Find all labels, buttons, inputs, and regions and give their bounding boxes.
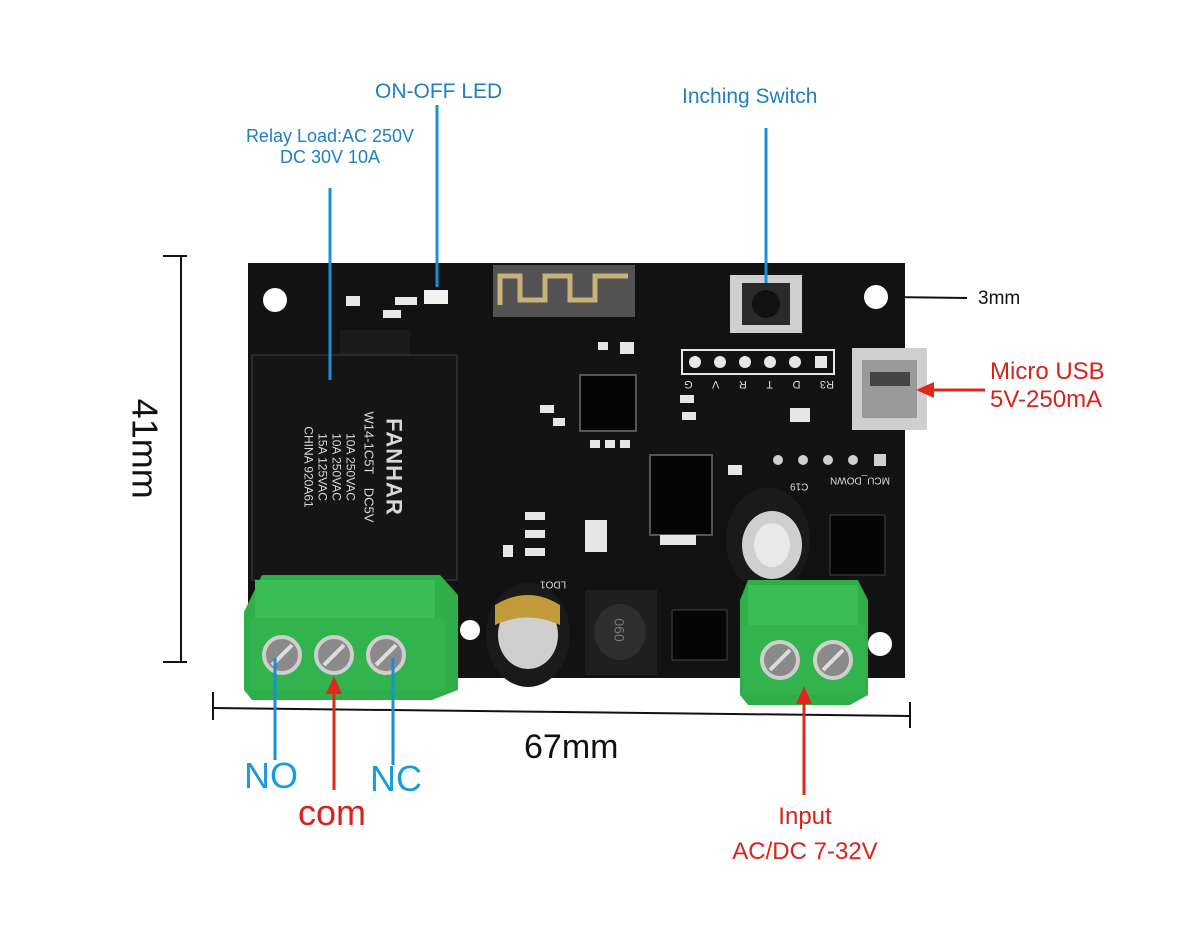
inductor-l1 <box>585 590 657 675</box>
relay-model: W14-1C5T <box>361 411 377 475</box>
mounting-hole-top-left <box>263 288 287 312</box>
width-dimension-label: 67mm <box>524 728 619 766</box>
input-line-2: AC/DC 7-32V <box>732 837 878 865</box>
silkscreen-mcu-down: MCU_DOWN <box>830 474 890 486</box>
callout-lines-blue <box>273 105 768 765</box>
hole-pointer-line <box>887 296 968 299</box>
no-terminal-label: NO <box>244 755 298 796</box>
relay-load-line-1: Relay Load:AC 250V <box>245 126 415 146</box>
nc-terminal-label: NC <box>370 758 422 799</box>
relay-coil: DC5V <box>361 487 377 523</box>
mounting-hole-bottom-left <box>460 620 480 640</box>
pin-label: D <box>792 378 801 390</box>
smd-components <box>503 342 810 557</box>
micro-usb-port <box>852 348 927 430</box>
wifi-antenna-icon <box>493 265 635 317</box>
capacitor-c19 <box>726 488 810 592</box>
pin-header-labels: G V R T D R3 <box>684 372 834 390</box>
test-pads <box>773 454 886 466</box>
terminal-block-input <box>740 580 868 705</box>
pin-label: R <box>738 378 747 390</box>
inching-switch-button <box>730 275 802 333</box>
mcu-chip <box>579 374 637 432</box>
pin-label: R3 <box>819 378 834 390</box>
input-line-1: Input <box>778 803 832 830</box>
regulator-u4 <box>671 609 728 661</box>
silkscreen-c19: C19 <box>790 480 809 492</box>
silkscreen-ldo: LDO1 <box>540 578 567 590</box>
relay-label-block: FANHAR W14-1C5T DC5V 10A 250VAC 10A 250V… <box>254 356 454 578</box>
on-off-led-label: ON-OFF LED <box>375 80 503 103</box>
relay-rating-1: 10A 250VAC <box>343 433 358 501</box>
relay-origin: CHINA 920A61 <box>301 426 316 508</box>
mounting-hole-bottom-right <box>868 632 892 656</box>
pin-header <box>681 349 835 375</box>
pin-label: G <box>684 378 693 390</box>
micro-usb-line-2: 5V-250mA <box>990 385 1103 413</box>
relay-rating-2: 10A 250VAC <box>329 433 344 501</box>
micro-usb-line-1: Micro USB <box>990 358 1105 385</box>
led-component <box>424 290 448 304</box>
capacitor-small <box>486 583 570 687</box>
com-terminal-label: com <box>298 792 367 833</box>
relay-load-label: Relay Load:AC 250V DC 30V 10A <box>200 126 460 167</box>
terminal-block-relay <box>244 575 458 700</box>
pin-label: V <box>712 378 720 390</box>
input-label: Input AC/DC 7-32V <box>700 800 910 870</box>
dimension-line-width <box>212 692 911 728</box>
relay-brand: FANHAR <box>381 418 407 516</box>
inching-switch-label: Inching Switch <box>682 85 818 108</box>
callout-arrows-red <box>326 382 985 795</box>
hole-size-label: 3mm <box>978 288 1021 309</box>
relay-load-line-2: DC 30V 10A <box>279 146 381 167</box>
dimension-line-height <box>163 255 187 663</box>
mounting-hole-top-right <box>864 285 888 309</box>
silkscreen-inductor: 060 <box>611 618 628 642</box>
driver-chip <box>649 454 713 536</box>
height-dimension-label: 41mm <box>124 398 166 499</box>
micro-usb-label: Micro USB 5V-250mA <box>990 358 1105 413</box>
diode-d6 <box>829 514 886 576</box>
pin-label: T <box>766 378 774 390</box>
relay-rating-3: 15A 125VAC <box>315 433 330 501</box>
